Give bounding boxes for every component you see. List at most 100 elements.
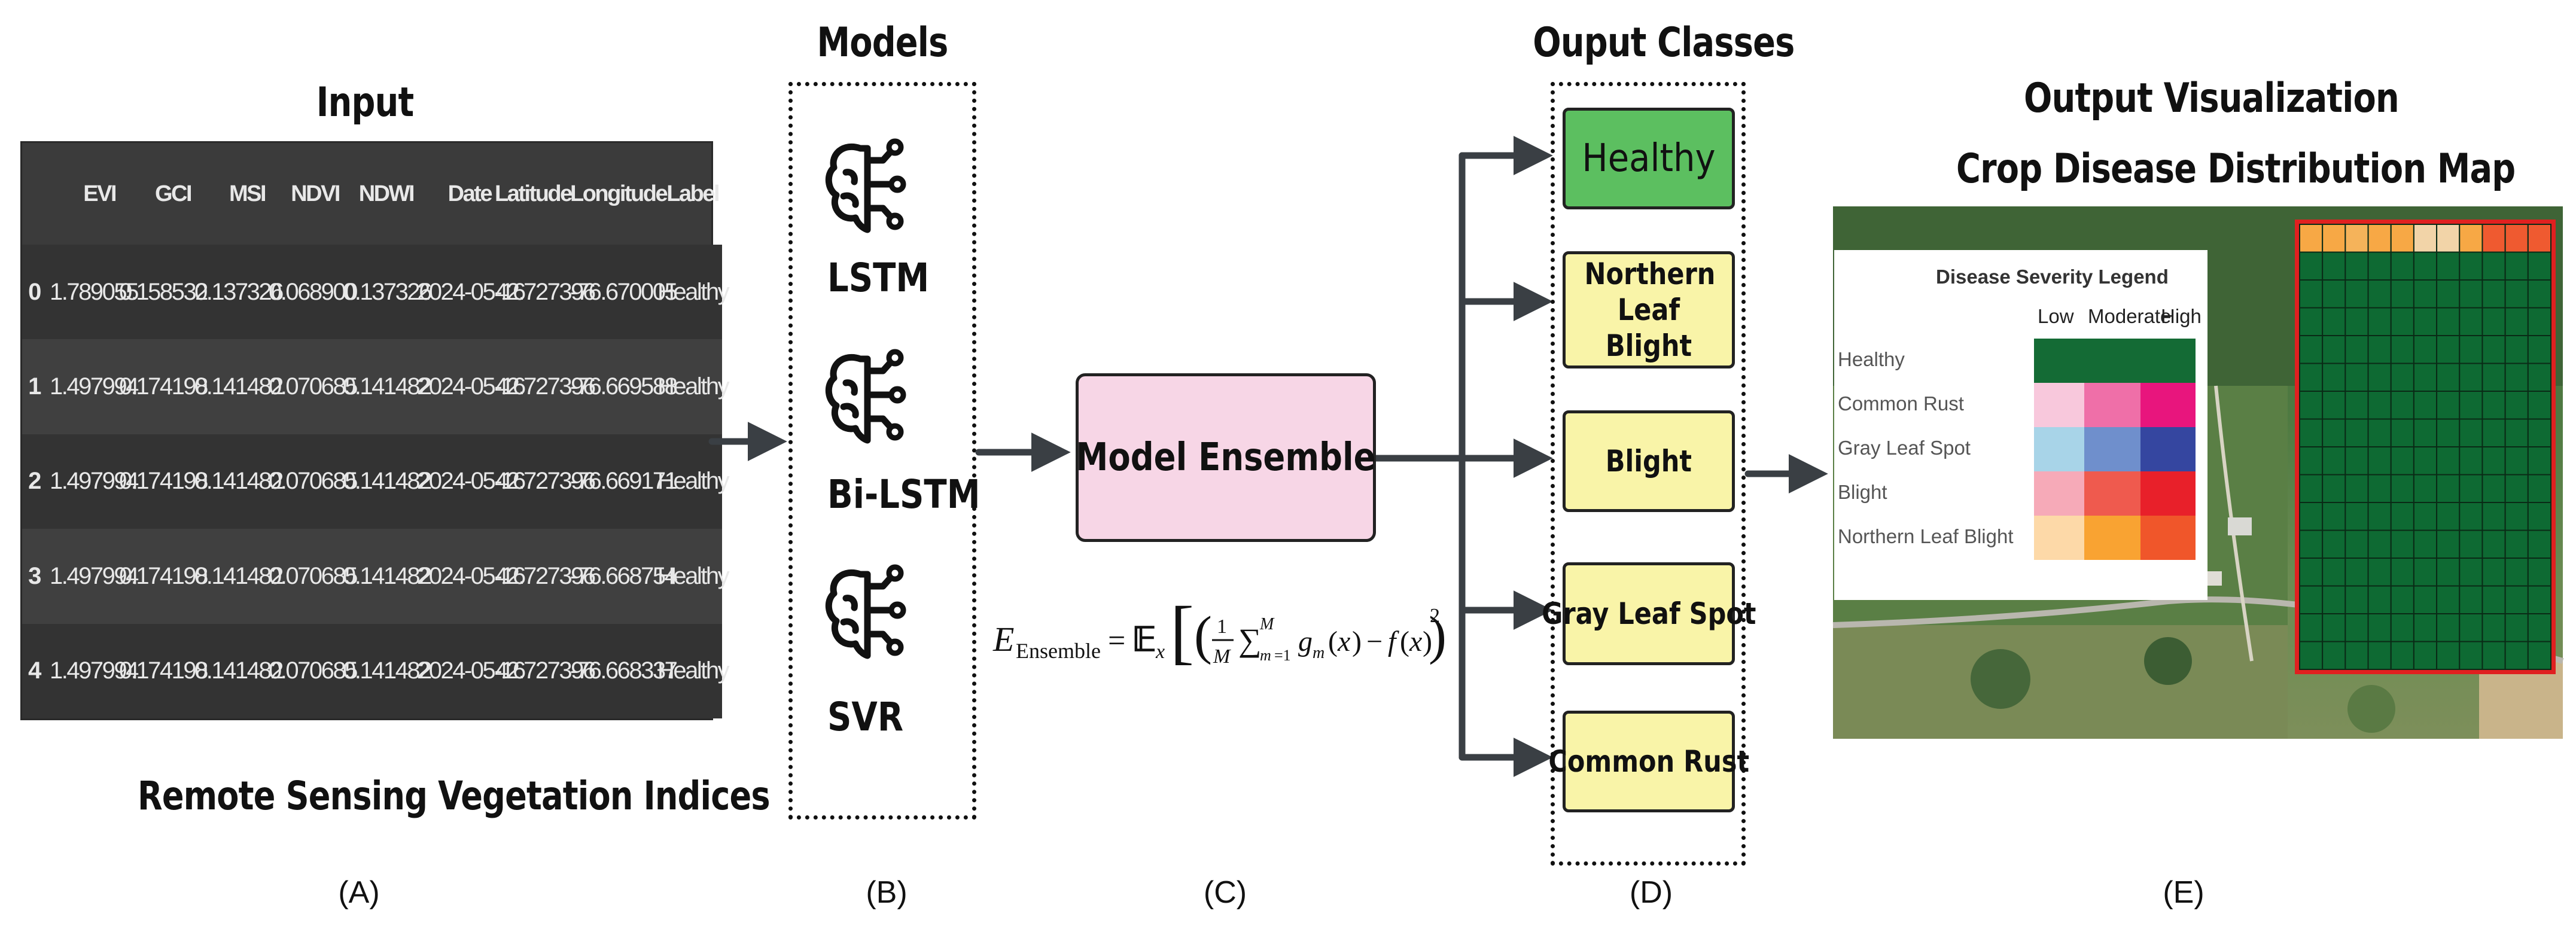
- svg-text:): ): [1423, 626, 1432, 657]
- grid-cell: [2322, 307, 2346, 336]
- legend-swatch: [2140, 339, 2196, 383]
- grid-cell: [2344, 613, 2369, 642]
- brain-network-icon-lstm: [825, 138, 906, 233]
- grid-cell: [2527, 224, 2551, 253]
- grid-cell: [2527, 474, 2551, 503]
- table-cell: 0.158532: [119, 245, 208, 340]
- grid-cell: [2344, 418, 2369, 447]
- grid-cell: [2436, 391, 2461, 420]
- brain-network-icon-bilstm: [825, 349, 906, 444]
- class-gray-leaf-spot: Gray Leaf Spot: [1542, 562, 1756, 665]
- row-index: 3: [22, 529, 50, 624]
- grid-cell: [2299, 474, 2324, 503]
- class-common-rust: Common Rust: [1548, 711, 1749, 812]
- legend-swatch: [2034, 427, 2085, 471]
- grid-cell: [2299, 391, 2324, 420]
- grid-cell: [2299, 251, 2324, 281]
- grid-cell: [2367, 335, 2392, 364]
- grid-cell: [2459, 307, 2483, 336]
- grid-cell: [2413, 251, 2438, 281]
- grid-cell: [2481, 224, 2506, 253]
- row-index: 4: [22, 623, 50, 718]
- grid-cell: [2527, 558, 2551, 587]
- legend-row-label: Healthy: [1838, 348, 1905, 370]
- svg-text:m: m: [1313, 644, 1324, 662]
- grid-cell: [2481, 279, 2506, 309]
- grid-cell: [2527, 307, 2551, 336]
- grid-cell: [2459, 363, 2483, 392]
- table-cell: Healthy: [657, 339, 730, 434]
- table-cell: 0.174198: [119, 434, 208, 529]
- grid-cell: [2436, 363, 2461, 392]
- legend-swatch: [2140, 383, 2196, 427]
- grid-cell: [2299, 224, 2324, 253]
- table-cell: 1.497994: [50, 623, 139, 718]
- grid-cell: [2504, 224, 2529, 253]
- grid-cell: [2299, 307, 2324, 336]
- class-healthy: Healthy: [1563, 108, 1735, 209]
- grid-cell: [2367, 307, 2392, 336]
- grid-cell: [2344, 446, 2369, 476]
- grid-cell: [2527, 418, 2551, 447]
- caption-d: (D): [1629, 875, 1673, 910]
- legend-row-label: Northern Leaf Blight: [1838, 525, 2014, 547]
- grid-cell: [2299, 558, 2324, 587]
- caption-a: (A): [338, 875, 380, 910]
- grid-cell: [2504, 613, 2529, 642]
- grid-cell: [2344, 558, 2369, 587]
- grid-cell: [2459, 502, 2483, 531]
- legend-swatch: [2140, 427, 2196, 471]
- legend-col-low: Low: [2038, 305, 2074, 327]
- svg-text:g: g: [1298, 626, 1313, 657]
- grid-cell: [2390, 224, 2414, 253]
- legend-swatch: [2034, 471, 2085, 516]
- column-header-latitude: Latitude: [495, 181, 573, 206]
- caption-b: (B): [866, 875, 908, 910]
- grid-cell: [2481, 613, 2506, 642]
- grid-cell: [2459, 641, 2483, 670]
- grid-cell: [2413, 418, 2438, 447]
- grid-cell: [2504, 363, 2529, 392]
- grid-cell: [2367, 279, 2392, 309]
- model-bilstm-label: Bi-LSTM: [827, 471, 981, 517]
- grid-cell: [2413, 391, 2438, 420]
- grid-cell: [2390, 613, 2414, 642]
- svg-text:): ): [1429, 606, 1447, 665]
- grid-cell: [2436, 585, 2461, 614]
- grid-cell: [2344, 391, 2369, 420]
- output-classes-title: Ouput Classes: [1533, 19, 1795, 66]
- column-header-date: Date: [447, 181, 493, 206]
- grid-cell: [2481, 558, 2506, 587]
- grid-cell: [2299, 418, 2324, 447]
- grid-cell: [2481, 418, 2506, 447]
- grid-cell: [2527, 585, 2551, 614]
- grid-cell: [2504, 641, 2529, 670]
- grid-cell: [2527, 613, 2551, 642]
- grid-cell: [2390, 502, 2414, 531]
- legend-row-label: Common Rust: [1838, 392, 1964, 415]
- grid-cell: [2344, 224, 2369, 253]
- grid-cell: [2390, 307, 2414, 336]
- grid-cell: [2390, 446, 2414, 476]
- svg-text:∑: ∑: [1238, 622, 1262, 658]
- grid-cell: [2390, 335, 2414, 364]
- grid-cell: [2367, 418, 2392, 447]
- grid-cell: [2481, 529, 2506, 559]
- grid-cell: [2504, 585, 2529, 614]
- grid-cell: [2527, 502, 2551, 531]
- model-lstm-label: LSTM: [827, 255, 930, 301]
- grid-cell: [2299, 613, 2324, 642]
- legend-col-moderate: Moderate: [2088, 305, 2172, 327]
- grid-cell: [2322, 335, 2346, 364]
- svg-text:(: (: [1328, 626, 1338, 657]
- caption-c: (C): [1203, 875, 1247, 910]
- grid-cell: [2322, 279, 2346, 309]
- column-header-msi: MSI: [229, 181, 267, 206]
- grid-cell: [2436, 279, 2461, 309]
- grid-cell: [2481, 307, 2506, 336]
- column-header-longitude: Longitude: [570, 181, 668, 206]
- grid-cell: [2504, 391, 2529, 420]
